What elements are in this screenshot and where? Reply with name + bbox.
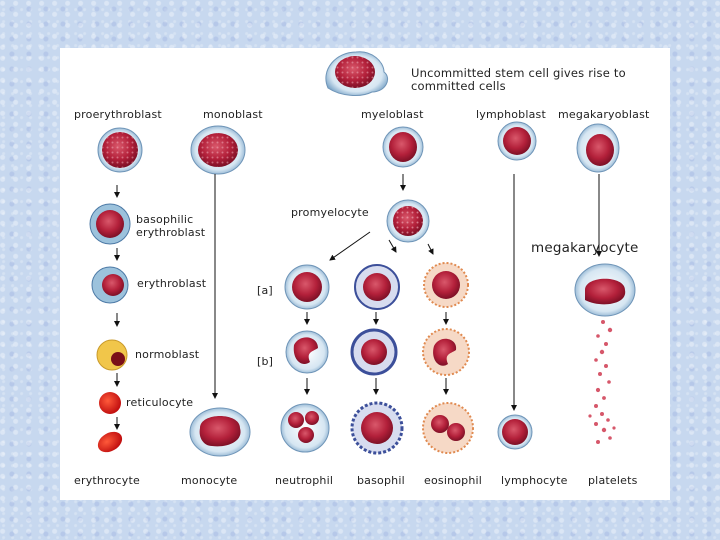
label-basophilic: basophilic [136,213,194,226]
label-promyelocyte: promyelocyte [291,206,369,219]
label-proerythroblast: proerythroblast [74,108,162,121]
monoblast-cell [190,125,246,175]
label-basophil: basophil [357,474,405,487]
label-normoblast: normoblast [135,348,200,361]
promyelocyte-cell [386,199,430,243]
megakaryocyte-cell [574,263,636,317]
basophil-cell [350,401,404,455]
megakaryoblast-cell [576,123,620,173]
lymphoblast-cell [497,121,537,161]
label-lymphocyte: lymphocyte [501,474,568,487]
label-monoblast: monoblast [203,108,263,121]
neutrophil-cell [280,403,330,453]
eosinophil-cell [422,402,474,454]
normoblast-cell [96,339,128,371]
label-monocyte: monocyte [181,474,238,487]
label-megakaryoblast: megakaryoblast [558,108,650,121]
neutrophil-metamyelocyte-cell [285,330,329,374]
label-lymphoblast: lymphoblast [476,108,546,121]
basophilic-erythroblast-cell [89,203,131,245]
arrows [114,174,602,430]
lymphocyte-cell [497,414,533,450]
label-eosinophil: eosinophil [424,474,483,487]
basophil-myelocyte-cell [354,264,400,310]
label-basophilic-erythroblast: erythroblast [136,226,206,239]
label-reticulocyte: reticulocyte [126,396,194,409]
label-platelets: platelets [588,474,638,487]
eosinophil-myelocyte-cell [423,262,469,308]
label-erythrocyte: erythrocyte [74,474,140,487]
monocyte-cell [189,407,251,457]
stem-cell [325,51,388,96]
reticulocyte-cell [99,392,121,414]
label-stage-a: [a] [257,284,273,297]
erythrocyte-cell [97,431,123,453]
label-megakaryocyte: megakaryocyte [531,240,639,256]
basophil-metamyelocyte-cell [350,328,398,376]
myeloblast-cell [382,126,424,168]
label-myeloblast: myeloblast [361,108,424,121]
proerythroblast-cell [97,127,143,173]
label-erythroblast: erythroblast [137,277,207,290]
neutrophil-myelocyte-cell [284,264,330,310]
platelets-cluster [588,320,616,444]
eosinophil-metamyelocyte-cell [422,328,470,376]
label-stage-b: [b] [257,355,274,368]
diagram-title: Uncommitted stem cell gives rise to comm… [411,66,626,93]
erythroblast-cell [91,266,129,304]
label-neutrophil: neutrophil [275,474,334,487]
